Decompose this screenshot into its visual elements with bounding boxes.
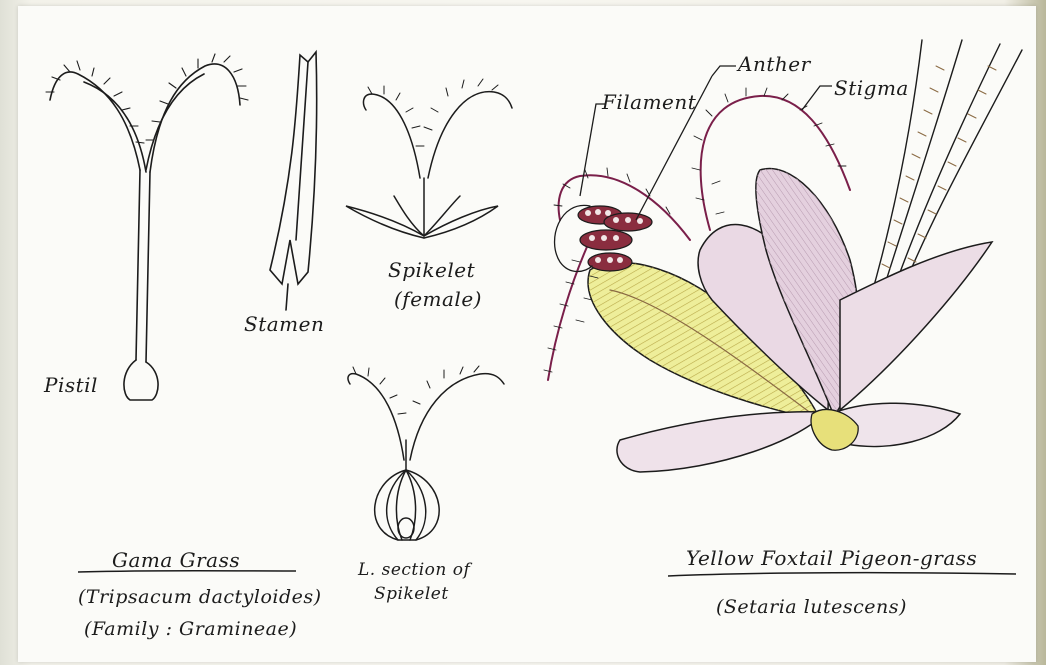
spikelet-female-drawing — [346, 79, 512, 238]
section-label-line2: Spikelet — [374, 584, 449, 604]
spikelet-female-label-line1: Spikelet — [388, 258, 475, 282]
gama-grass-family: (Family : Gramineae) — [84, 618, 297, 640]
stigma-label: Stigma — [834, 76, 909, 100]
foxtail-species: (Setaria lutescens) — [716, 596, 907, 618]
gama-grass-species: (Tripsacum dactyloides) — [78, 586, 322, 608]
stamen-drawing — [270, 52, 317, 310]
pistil-label: Pistil — [44, 373, 98, 397]
gama-grass-title: Gama Grass — [112, 548, 240, 572]
stamen-label: Stamen — [244, 312, 324, 336]
section-label-line1: L. section of — [358, 560, 470, 580]
anther-label: Anther — [738, 52, 811, 76]
pistil-drawing — [46, 54, 248, 400]
filament-label: Filament — [602, 90, 696, 114]
section-spikelet-drawing — [348, 366, 504, 540]
foxtail-title: Yellow Foxtail Pigeon-grass — [686, 546, 977, 570]
spikelet-female-label-line2: (female) — [394, 287, 482, 311]
